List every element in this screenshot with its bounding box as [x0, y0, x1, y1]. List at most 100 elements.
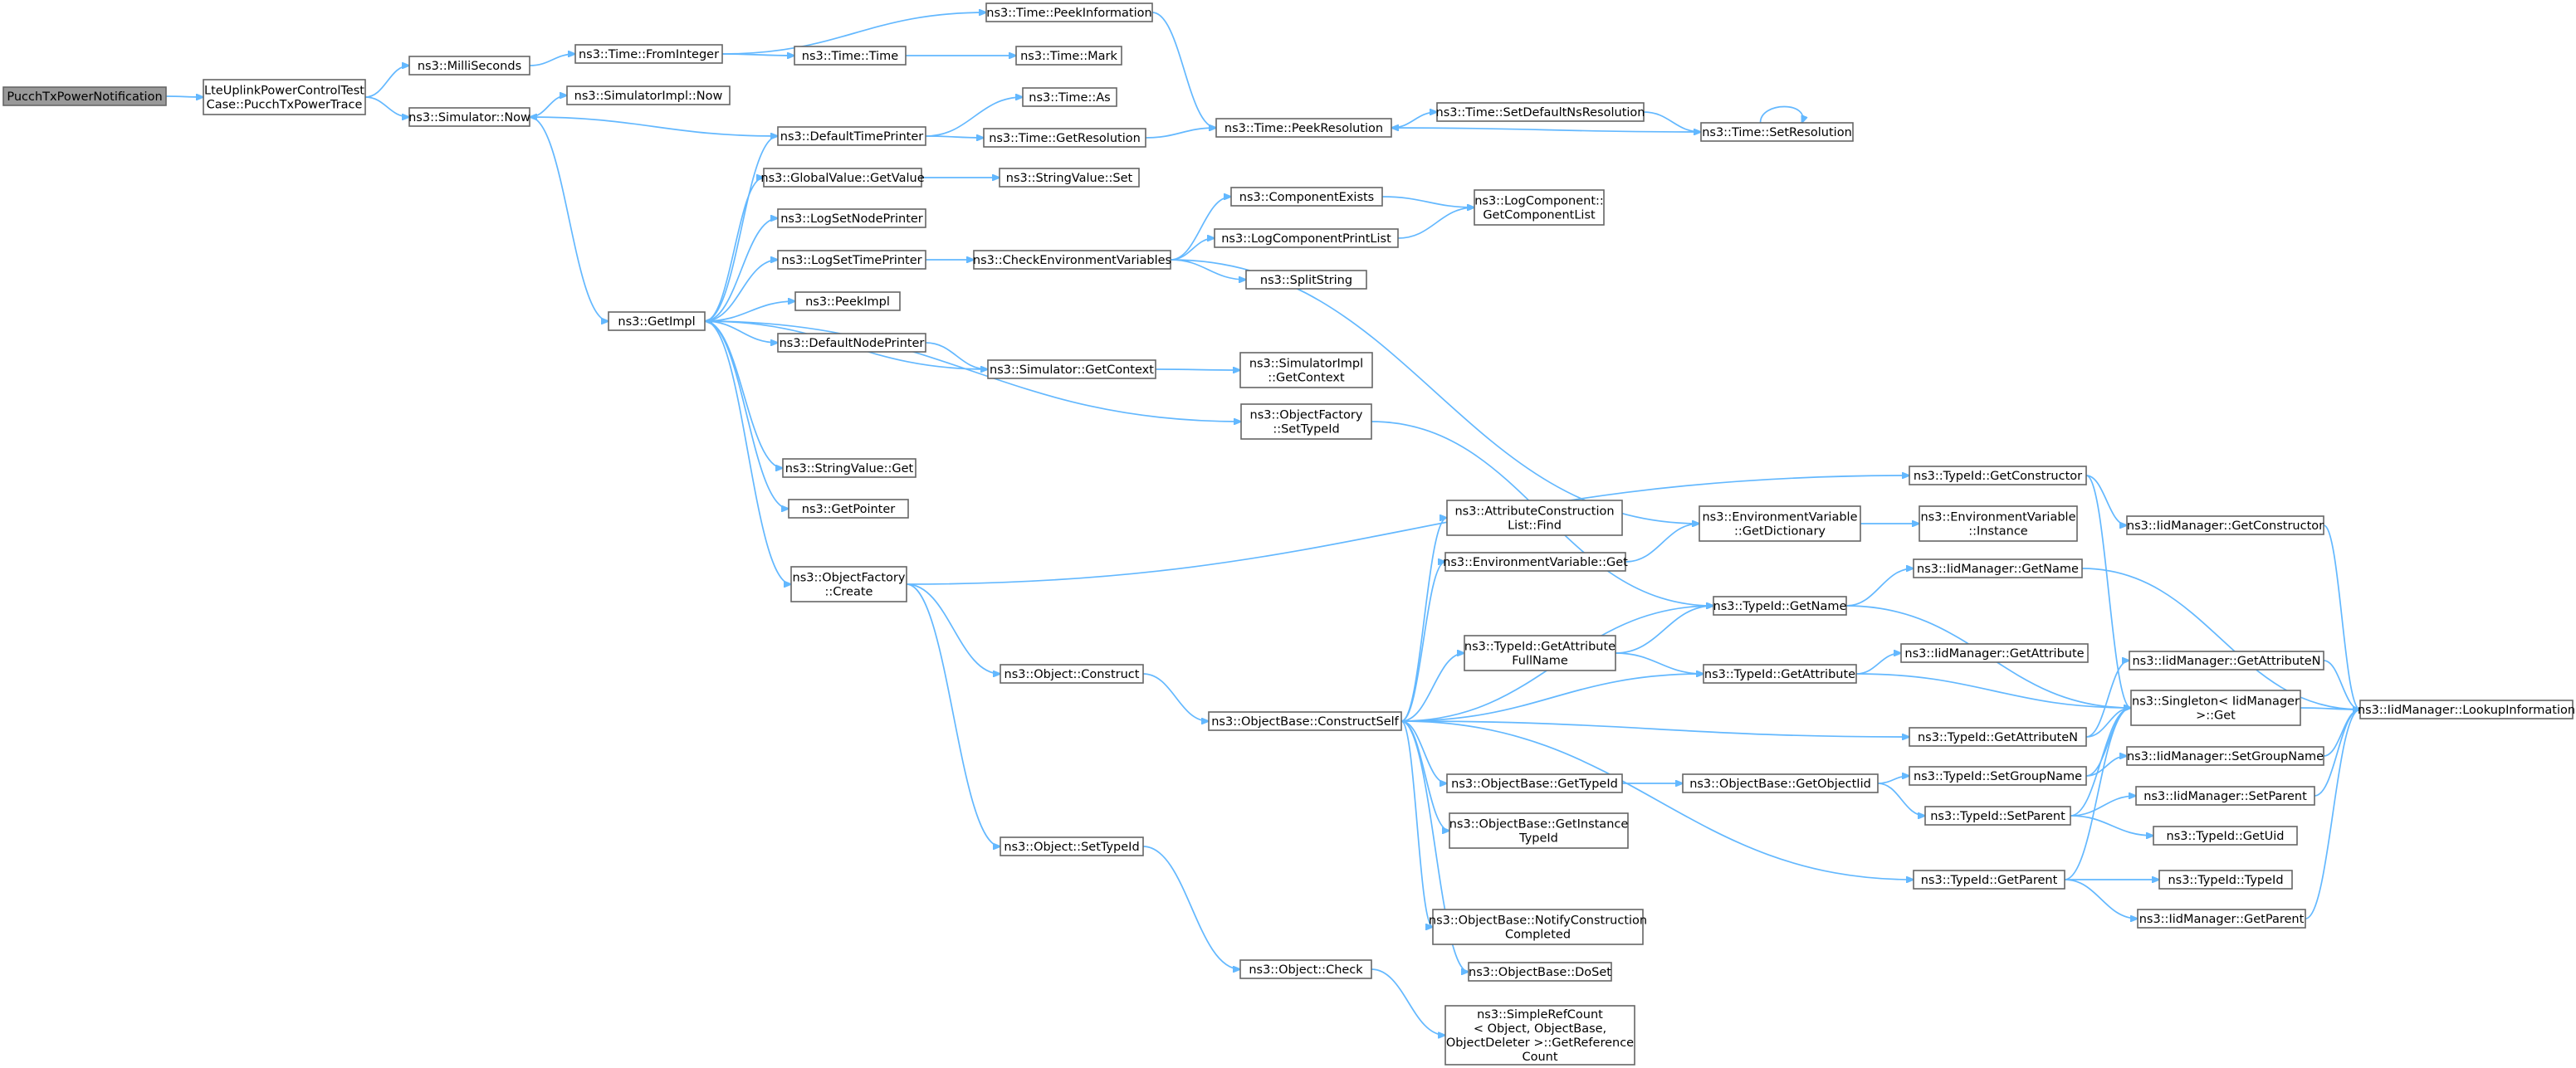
node-iidgetname[interactable]: ns3::IidManager::GetName: [1913, 558, 2083, 578]
node-iidsetparent[interactable]: ns3::IidManager::SetParent: [2135, 786, 2315, 806]
node-milliseconds[interactable]: ns3::MilliSeconds: [408, 56, 530, 76]
node-getcomplist[interactable]: ns3::LogComponent::GetComponentList: [1474, 189, 1605, 226]
node-tidgetattr[interactable]: ns3::TypeId::GetAttribute: [1703, 664, 1857, 684]
node-constructself[interactable]: ns3::ObjectBase::ConstructSelf: [1208, 711, 1402, 731]
node-objconstruct[interactable]: ns3::Object::Construct: [1000, 664, 1144, 684]
node-box-svget[interactable]: [782, 458, 917, 478]
node-box-defnp[interactable]: [777, 333, 926, 353]
node-gvget[interactable]: ns3::GlobalValue::GetValue: [760, 168, 925, 188]
node-iidsetgroup[interactable]: ns3::IidManager::SetGroupName: [2126, 746, 2324, 766]
node-iidgetctor[interactable]: ns3::IidManager::GetConstructor: [2126, 515, 2324, 535]
node-box-gvget[interactable]: [763, 168, 922, 188]
node-box-iidgetattrn[interactable]: [2129, 651, 2324, 671]
node-lte[interactable]: LteUplinkPowerControlTestCase::PucchTxPo…: [203, 79, 366, 115]
node-box-obdoset[interactable]: [1468, 962, 1612, 982]
node-box-simimplctx[interactable]: [1239, 352, 1373, 388]
node-box-tidgetattr[interactable]: [1703, 664, 1857, 684]
node-box-timeas[interactable]: [1022, 87, 1117, 107]
node-logcompprint[interactable]: ns3::LogComponentPrintList: [1214, 228, 1399, 248]
node-box-lookup[interactable]: [2359, 700, 2574, 719]
node-tidgetuid[interactable]: ns3::TypeId::GetUid: [2153, 826, 2298, 846]
node-box-iidgetparent[interactable]: [2137, 909, 2306, 929]
node-splitstring[interactable]: ns3::SplitString: [1245, 270, 1367, 290]
node-tidgetctor[interactable]: ns3::TypeId::GetConstructor: [1909, 466, 2087, 485]
node-box-ofsettid[interactable]: [1240, 403, 1372, 440]
node-timetime[interactable]: ns3::Time::Time: [794, 46, 907, 66]
node-box-checkenv[interactable]: [973, 250, 1171, 270]
node-box-objsettid[interactable]: [1000, 836, 1144, 856]
node-setres[interactable]: ns3::Time::SetResolution: [1700, 122, 1854, 142]
node-tidsetgroup[interactable]: ns3::TypeId::SetGroupName: [1909, 766, 2087, 786]
node-box-objcheck[interactable]: [1239, 959, 1372, 979]
node-peekres[interactable]: ns3::Time::PeekResolution: [1215, 118, 1392, 138]
node-box-tidgetuid[interactable]: [2153, 826, 2298, 846]
node-obnotify[interactable]: ns3::ObjectBase::NotifyConstructionCompl…: [1429, 909, 1647, 945]
node-tidsetparent[interactable]: ns3::TypeId::SetParent: [1924, 806, 2071, 826]
node-box-getcomplist[interactable]: [1474, 189, 1605, 226]
node-svset[interactable]: ns3::StringValue::Set: [999, 168, 1140, 188]
node-envgetdict[interactable]: ns3::EnvironmentVariable::GetDictionary: [1699, 505, 1861, 542]
node-obdoset[interactable]: ns3::ObjectBase::DoSet: [1468, 962, 1612, 982]
node-box-milliseconds[interactable]: [408, 56, 530, 76]
node-checkenv[interactable]: ns3::CheckEnvironmentVariables: [973, 250, 1171, 270]
node-box-constructself[interactable]: [1208, 711, 1402, 731]
node-box-attrlistfind[interactable]: [1446, 500, 1623, 536]
node-defaulttp[interactable]: ns3::DefaultTimePrinter: [777, 126, 926, 146]
node-box-simimplnow[interactable]: [566, 85, 731, 105]
node-box-singleton[interactable]: [2130, 690, 2301, 726]
node-lsnp[interactable]: ns3::LogSetNodePrinter: [777, 208, 926, 228]
node-box-simnow[interactable]: [408, 107, 530, 127]
node-box-iidsetgroup[interactable]: [2126, 746, 2324, 766]
node-box-splitstring[interactable]: [1245, 270, 1367, 290]
node-box-tidgetparent[interactable]: [1913, 870, 2065, 890]
node-box-tidgetattrn[interactable]: [1909, 727, 2087, 747]
node-simimplnow[interactable]: ns3::SimulatorImpl::Now: [566, 85, 731, 105]
node-iidgetattrn[interactable]: ns3::IidManager::GetAttributeN: [2129, 651, 2324, 671]
node-timeas[interactable]: ns3::Time::As: [1022, 87, 1117, 107]
node-box-lte[interactable]: [203, 79, 366, 115]
node-box-iidgetname[interactable]: [1913, 558, 2083, 578]
node-box-getpointer[interactable]: [788, 499, 909, 519]
node-box-iidgetattr[interactable]: [1900, 643, 2089, 663]
node-box-timetime[interactable]: [794, 46, 907, 66]
node-box-tidgetname[interactable]: [1713, 596, 1847, 616]
node-ofsettid[interactable]: ns3::ObjectFactory::SetTypeId: [1240, 403, 1372, 440]
node-box-tidsetgroup[interactable]: [1909, 766, 2087, 786]
node-getimpl[interactable]: ns3::GetImpl: [608, 311, 706, 331]
node-envinst[interactable]: ns3::EnvironmentVariable::Instance: [1919, 505, 2078, 542]
node-box-tidtid[interactable]: [2158, 870, 2293, 890]
node-box-setres[interactable]: [1700, 122, 1854, 142]
node-box-timemark[interactable]: [1015, 46, 1122, 66]
node-simnow[interactable]: ns3::Simulator::Now: [408, 107, 530, 127]
node-peekinfo[interactable]: ns3::Time::PeekInformation: [985, 2, 1153, 22]
node-lookup[interactable]: ns3::IidManager::LookupInformation: [2358, 700, 2575, 719]
node-fromint[interactable]: ns3::Time::FromInteger: [574, 44, 723, 64]
node-box-peekinfo[interactable]: [985, 2, 1153, 22]
node-box-obgetoiid[interactable]: [1682, 773, 1879, 793]
node-simplerefcount[interactable]: ns3::SimpleRefCount< Object, ObjectBase,…: [1444, 1005, 1635, 1066]
node-simimplctx[interactable]: ns3::SimulatorImpl::GetContext: [1239, 352, 1373, 388]
node-objsettid[interactable]: ns3::Object::SetTypeId: [1000, 836, 1144, 856]
node-box-getimpl[interactable]: [608, 311, 706, 331]
node-box-iidsetparent[interactable]: [2135, 786, 2315, 806]
node-box-logcompprint[interactable]: [1214, 228, 1399, 248]
node-box-defaulttp[interactable]: [777, 126, 926, 146]
node-box-envgetdict[interactable]: [1699, 505, 1861, 542]
node-box-getres[interactable]: [983, 128, 1146, 148]
node-setdefns[interactable]: ns3::Time::SetDefaultNsResolution: [1436, 102, 1645, 122]
node-box-obnotify[interactable]: [1432, 909, 1644, 945]
node-box-ofcreate[interactable]: [790, 566, 907, 602]
node-compexists[interactable]: ns3::ComponentExists: [1230, 187, 1383, 207]
node-box-tidgetctor[interactable]: [1909, 466, 2087, 485]
node-iidgetattr[interactable]: ns3::IidManager::GetAttribute: [1900, 643, 2089, 663]
node-singleton[interactable]: ns3::Singleton< IidManager >::Get: [2130, 690, 2301, 726]
node-box-obgettid[interactable]: [1446, 773, 1623, 793]
node-box-lstp[interactable]: [777, 250, 926, 270]
node-getres[interactable]: ns3::Time::GetResolution: [983, 128, 1146, 148]
node-box-fromint[interactable]: [574, 44, 723, 64]
node-box-envget[interactable]: [1444, 552, 1626, 572]
node-getpointer[interactable]: ns3::GetPointer: [788, 499, 909, 519]
